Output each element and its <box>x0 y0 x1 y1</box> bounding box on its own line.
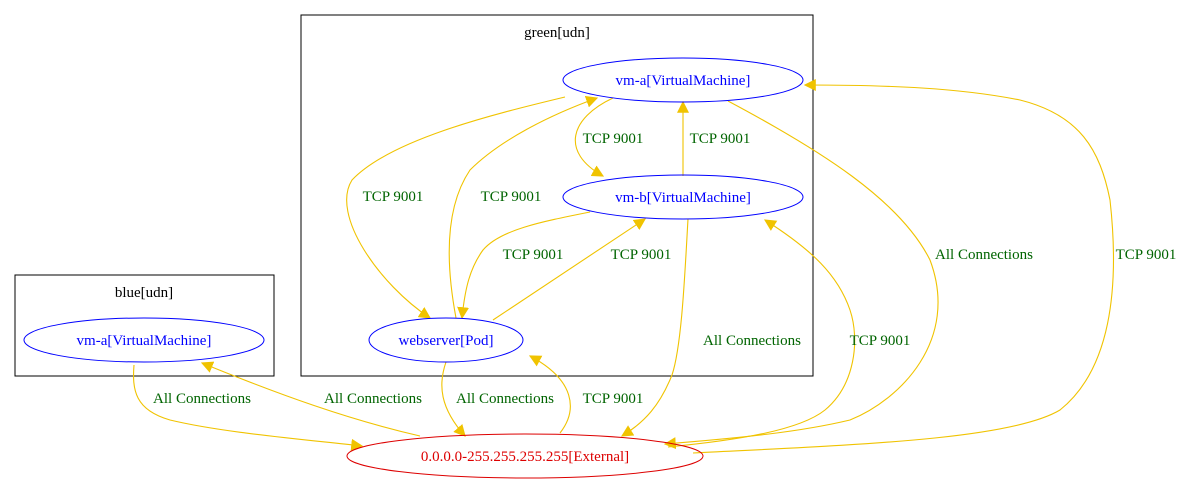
edge-ext-to-vma[interactable] <box>692 79 1114 454</box>
edge-label-vmb-to-ext: All Connections <box>703 333 801 349</box>
node-green-vm-a-label: vm-a[VirtualMachine] <box>616 73 751 89</box>
node-green-vm-b-shape[interactable] <box>562 174 804 220</box>
cluster-blue-box <box>14 274 275 377</box>
node-blue-vm-a-label: vm-a[VirtualMachine] <box>77 333 212 349</box>
node-blue-vm-a-shape[interactable] <box>23 317 265 363</box>
node-green-vm-b-label: vm-b[VirtualMachine] <box>615 190 751 206</box>
edge-label-vma-to-vmb: TCP 9001 <box>583 131 644 147</box>
edge-label-bluevma-to-ext: All Connections <box>153 391 251 407</box>
edge-label-vma-to-ext: All Connections <box>935 247 1033 263</box>
edge-web-to-ext[interactable] <box>441 361 466 437</box>
edge-vma-to-vmb[interactable] <box>574 97 614 177</box>
edge-label-web-to-vmb: TCP 9001 <box>611 247 672 263</box>
node-webserver-shape[interactable] <box>368 317 524 363</box>
edge-label-ext-to-vmb: TCP 9001 <box>850 333 911 349</box>
node-green-vm-a[interactable]: vm-a[VirtualMachine] <box>562 57 804 103</box>
cluster-blue-label: blue[udn] <box>115 285 173 301</box>
edge-web-to-vma[interactable] <box>448 96 599 319</box>
edge-vmb-to-ext[interactable] <box>620 218 689 437</box>
edge-ext-to-web[interactable] <box>528 355 571 434</box>
edge-ext-to-vmb[interactable] <box>667 219 856 448</box>
edge-web-to-vmb[interactable] <box>492 218 646 321</box>
node-blue-vm-a[interactable]: vm-a[VirtualMachine] <box>23 317 265 363</box>
node-external-label: 0.0.0.0-255.255.255.255[External] <box>421 449 629 465</box>
edge-bluevma-to-ext[interactable] <box>133 364 364 451</box>
edge-label-ext-to-web: TCP 9001 <box>583 391 644 407</box>
edge-label-web-to-ext: All Connections <box>456 391 554 407</box>
nodes: vm-a[VirtualMachine] vm-b[VirtualMachine… <box>23 57 804 479</box>
cluster-green-label: green[udn] <box>524 25 590 41</box>
node-green-vm-b[interactable]: vm-b[VirtualMachine] <box>562 174 804 220</box>
cluster-blue: blue[udn] <box>14 274 275 377</box>
edges: TCP 9001 TCP 9001 TCP 9001 TCP 9001 TCP … <box>133 79 1177 454</box>
edge-label-ext-to-vma: TCP 9001 <box>1116 247 1177 263</box>
node-green-vm-a-shape[interactable] <box>562 57 804 103</box>
node-webserver-label: webserver[Pod] <box>399 333 494 349</box>
edge-label-ext-to-bluevma: All Connections <box>324 391 422 407</box>
node-webserver[interactable]: webserver[Pod] <box>368 317 524 363</box>
node-external-shape[interactable] <box>346 433 704 479</box>
edge-ext-to-bluevma[interactable] <box>200 361 421 437</box>
edge-label-web-to-vma: TCP 9001 <box>481 189 542 205</box>
edge-label-vmb-to-web: TCP 9001 <box>503 247 564 263</box>
edge-label-vmb-to-vma: TCP 9001 <box>690 131 751 147</box>
edge-vma-to-ext[interactable] <box>663 100 939 450</box>
edge-label-vma-to-web: TCP 9001 <box>363 189 424 205</box>
edge-vmb-to-web[interactable] <box>457 211 591 320</box>
edge-vma-to-web[interactable] <box>346 96 566 319</box>
node-external[interactable]: 0.0.0.0-255.255.255.255[External] <box>346 433 704 479</box>
